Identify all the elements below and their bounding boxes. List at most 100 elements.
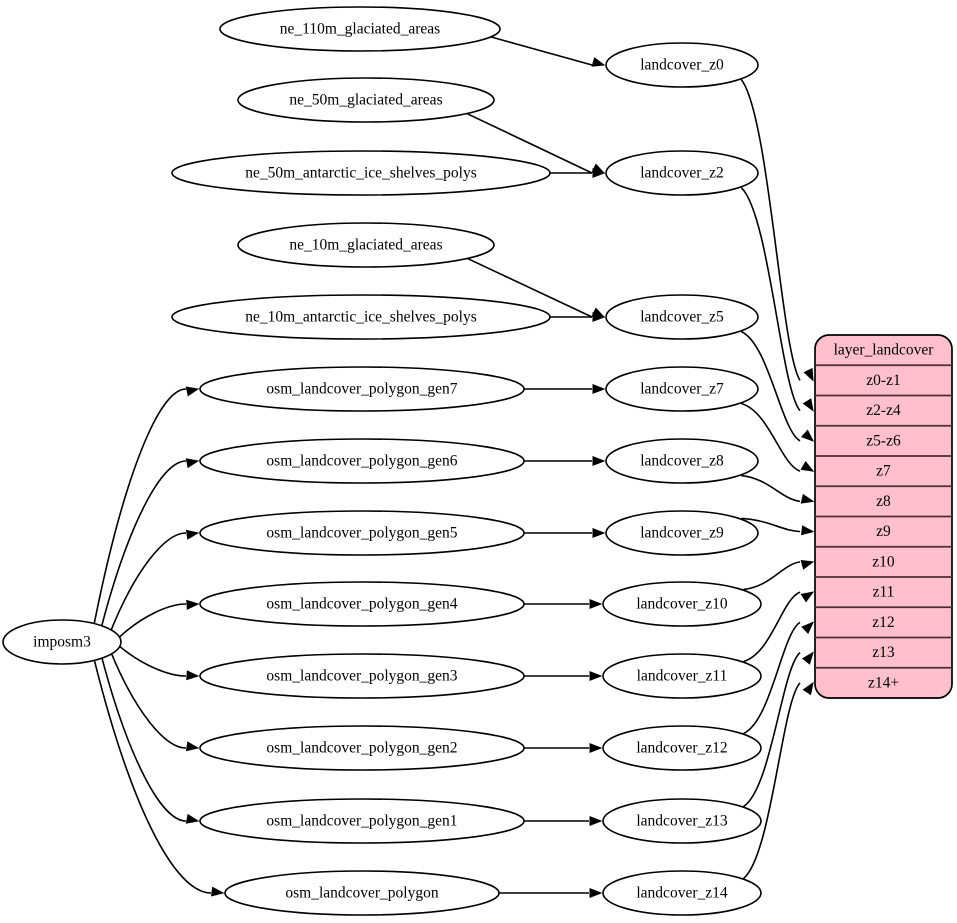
node-label: landcover_z8	[640, 453, 724, 470]
ne-node-ne_110m_glaciated_areas[interactable]: ne_110m_glaciated_areas	[219, 6, 501, 52]
edge-imposm3-to-osm_landcover_polygon_gen1	[101, 657, 187, 822]
edge-arrowhead	[591, 57, 606, 67]
node-label: ne_50m_glaciated_areas	[289, 92, 442, 109]
edge-imposm3-to-osm_landcover_polygon_gen2	[110, 653, 187, 749]
landcover-node-landcover_z7[interactable]: landcover_z7	[605, 366, 759, 412]
edge-imposm3-to-osm_landcover_polygon_gen5	[110, 532, 187, 631]
edge-landcover_z0-to-z0-z1	[740, 79, 801, 381]
osm-node-osm_landcover_polygon_gen1[interactable]: osm_landcover_polygon_gen1	[199, 798, 525, 844]
edge-arrowhead	[800, 461, 815, 472]
node-shape	[605, 150, 759, 196]
node-shape	[602, 581, 762, 627]
edge-arrowhead	[589, 742, 603, 754]
node-label: osm_landcover_polygon_gen5	[266, 525, 457, 542]
node-label: landcover_z9	[640, 525, 724, 542]
landcover-node-landcover_z14[interactable]: landcover_z14	[602, 870, 762, 916]
edge-arrowhead	[589, 815, 603, 827]
node-label: landcover_z11	[637, 668, 728, 685]
node-shape	[199, 366, 525, 412]
edge-ne_10m_glaciated_areas-to-landcover_z5	[466, 257, 593, 318]
edge-ne_50m_glaciated_areas-to-landcover_z2	[466, 112, 593, 174]
node-label: ne_10m_glaciated_areas	[289, 237, 442, 254]
landcover-node-landcover_z13[interactable]: landcover_z13	[602, 798, 762, 844]
edge-landcover_z14-to-z14+	[743, 682, 801, 880]
node-label: ne_110m_glaciated_areas	[280, 21, 440, 38]
node-shape	[199, 725, 525, 771]
edge-arrowhead	[592, 167, 606, 179]
edge-landcover_z7-to-z7	[741, 402, 801, 472]
record-row-z10[interactable]: z10	[872, 553, 895, 570]
ne-node-ne_50m_antarctic_ice_shelves_polys[interactable]: ne_50m_antarctic_ice_shelves_polys	[171, 150, 551, 196]
node-shape	[171, 294, 551, 340]
osm-node-osm_landcover_polygon_gen3[interactable]: osm_landcover_polygon_gen3	[199, 653, 525, 699]
landcover-node-landcover_z0[interactable]: landcover_z0	[605, 42, 759, 88]
record-row-z5-z6[interactable]: z5-z6	[866, 432, 901, 449]
edge-ne_110m_glaciated_areas-to-landcover_z0	[489, 35, 593, 66]
node-label: landcover_z2	[640, 165, 724, 182]
record-row-z2-z4[interactable]: z2-z4	[866, 402, 901, 419]
edge-imposm3-to-osm_landcover_polygon_gen7	[93, 388, 187, 624]
osm-node-osm_landcover_polygon_gen4[interactable]: osm_landcover_polygon_gen4	[199, 581, 525, 627]
landcover-node-landcover_z2[interactable]: landcover_z2	[605, 150, 759, 196]
edge-arrowhead	[801, 621, 814, 634]
edge-arrowhead	[589, 598, 603, 610]
node-shape	[602, 798, 762, 844]
osm-node-osm_landcover_polygon[interactable]: osm_landcover_polygon	[224, 870, 500, 916]
edge-landcover_z12-to-z12	[743, 621, 801, 735]
node-label: osm_landcover_polygon_gen1	[266, 813, 457, 830]
record-node-layer_landcover[interactable]: layer_landcover z0-z1 z2-z4 z5-z6 z7 z8 z9 z10 z…	[814, 334, 953, 699]
record-node-layer: layer_landcover z0-z1 z2-z4 z5-z6 z7 z8 z9 z10 z…	[814, 334, 953, 699]
edge-arrowhead	[800, 591, 815, 603]
record-row-z14+[interactable]: z14+	[868, 674, 899, 691]
node-label: osm_landcover_polygon	[285, 885, 439, 902]
record-header-label[interactable]: layer_landcover	[834, 342, 935, 359]
landcover-node-landcover_z5[interactable]: landcover_z5	[605, 294, 759, 340]
node-shape	[605, 294, 759, 340]
edge-arrowhead	[803, 367, 814, 382]
landcover-node-landcover_z12[interactable]: landcover_z12	[602, 725, 762, 771]
edge-landcover_z8-to-z8	[741, 474, 801, 503]
node-shape	[199, 510, 525, 556]
osm-node-osm_landcover_polygon_gen7[interactable]: osm_landcover_polygon_gen7	[199, 366, 525, 412]
edge-arrowhead	[592, 527, 606, 539]
edges-layer	[93, 35, 815, 899]
node-label: landcover_z13	[636, 813, 727, 830]
record-row-z11[interactable]: z11	[873, 584, 895, 601]
record-row-z13[interactable]: z13	[872, 644, 895, 661]
ne-node-ne_10m_antarctic_ice_shelves_polys[interactable]: ne_10m_antarctic_ice_shelves_polys	[171, 294, 551, 340]
landcover-node-landcover_z10[interactable]: landcover_z10	[602, 581, 762, 627]
node-shape	[224, 870, 500, 916]
node-shape	[199, 653, 525, 699]
edge-arrowhead	[592, 455, 606, 467]
landcover-node-landcover_z9[interactable]: landcover_z9	[605, 510, 759, 556]
edge-arrowhead	[592, 311, 606, 323]
source-node-imposm3[interactable]: imposm3	[2, 619, 122, 665]
nodes-layer: imposm3 ne_110m_glaciated_areas ne_50m_gla…	[2, 6, 762, 916]
osm-node-osm_landcover_polygon_gen6[interactable]: osm_landcover_polygon_gen6	[199, 438, 525, 484]
record-row-z12[interactable]: z12	[872, 614, 894, 631]
ne-node-ne_50m_glaciated_areas[interactable]: ne_50m_glaciated_areas	[237, 77, 495, 123]
osm-node-osm_landcover_polygon_gen5[interactable]: osm_landcover_polygon_gen5	[199, 510, 525, 556]
record-row-z0-z1[interactable]: z0-z1	[866, 372, 900, 389]
edge-arrowhead	[800, 493, 815, 504]
ne-node-ne_10m_glaciated_areas[interactable]: ne_10m_glaciated_areas	[237, 222, 495, 268]
edge-imposm3-to-osm_landcover_polygon_gen4	[118, 603, 187, 638]
record-row-z9[interactable]: z9	[876, 523, 891, 540]
node-shape	[219, 6, 501, 52]
record-row-z8[interactable]: z8	[876, 493, 891, 510]
node-label: osm_landcover_polygon_gen2	[266, 740, 457, 757]
edge-landcover_z9-to-z9	[741, 517, 801, 533]
node-shape	[602, 725, 762, 771]
landcover-node-landcover_z8[interactable]: landcover_z8	[605, 438, 759, 484]
edge-arrowhead	[185, 741, 200, 752]
edge-arrowhead	[185, 529, 200, 540]
edge-arrowhead	[802, 398, 814, 412]
node-label: landcover_z12	[636, 740, 727, 757]
landcover-node-landcover_z11[interactable]: landcover_z11	[602, 653, 762, 699]
record-row-z7[interactable]: z7	[876, 463, 891, 480]
edge-arrowhead	[185, 386, 200, 397]
osm-node-osm_landcover_polygon_gen2[interactable]: osm_landcover_polygon_gen2	[199, 725, 525, 771]
node-shape	[237, 222, 495, 268]
